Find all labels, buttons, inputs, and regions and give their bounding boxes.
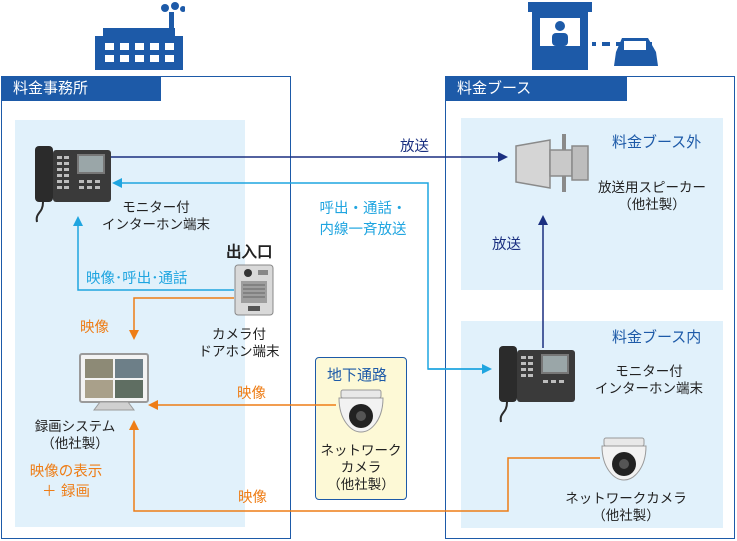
booth-camera-icon <box>601 437 647 481</box>
video-booth-camera-label: 映像 <box>238 490 267 506</box>
office-intercom-label: モニター付 インターホン端末 <box>102 200 210 233</box>
booth-inside-title: 料金ブース内 <box>612 328 702 346</box>
booth-outside-title: 料金ブース外 <box>612 133 702 151</box>
broadcast-vertical-label: 放送 <box>492 237 521 253</box>
booth-tab: 料金ブース <box>445 76 627 101</box>
door-phone-icon <box>234 264 274 316</box>
underground-camera-label: ネットワーク カメラ （他社製） <box>320 443 402 493</box>
call-all-label: 呼出・通話・ 内線一斉放送 <box>319 201 407 238</box>
video-call-label: 映像･呼出･通話 <box>86 271 188 287</box>
underground-title: 地下通路 <box>327 366 388 384</box>
speaker-label: 放送用スピーカー （他社製） <box>598 180 706 213</box>
toll-booth-icon <box>528 2 658 70</box>
underground-camera-icon <box>338 389 384 433</box>
booth-camera-video-line <box>129 420 600 512</box>
door-call-line <box>73 216 234 291</box>
booth-intercom-icon <box>499 346 575 423</box>
entrance-heading: 出入口 <box>226 243 273 261</box>
recorder-label: 録画システム （他社製） <box>34 419 116 452</box>
office-building-icon <box>95 2 185 70</box>
booth-title: 料金ブース <box>457 79 532 97</box>
booth-camera-label: ネットワークカメラ （他社製） <box>565 491 687 524</box>
speaker-icon <box>515 134 589 192</box>
office-title: 料金事務所 <box>13 79 89 97</box>
recorder-monitor-icon <box>79 353 149 411</box>
office-intercom-icon <box>35 146 111 223</box>
booth-outside-zone <box>461 118 723 290</box>
video-underground-label: 映像 <box>237 386 266 402</box>
display-record-label: 映像の表示 ＋ 録画 <box>29 464 103 500</box>
office-tab: 料金事務所 <box>1 76 161 101</box>
door-video-line <box>129 297 234 340</box>
booth-intercom-label: モニター付 インターホン端末 <box>595 364 703 397</box>
door-phone-label: カメラ付 ドアホン端末 <box>198 327 280 360</box>
video-door-label: 映像 <box>80 320 109 336</box>
broadcast-top-label: 放送 <box>400 139 429 155</box>
